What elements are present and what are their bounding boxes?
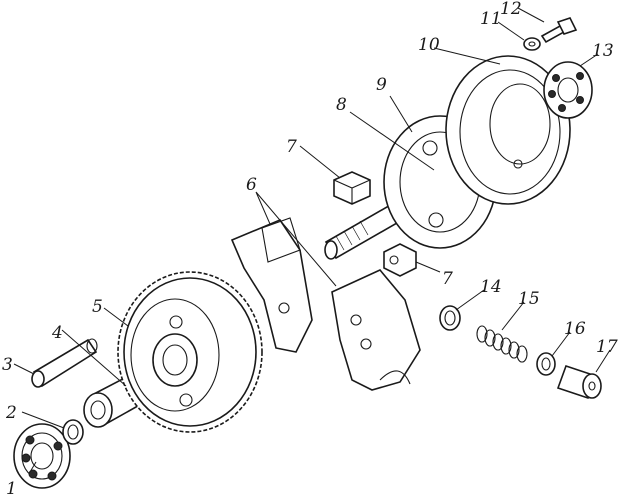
label-7-upper: 7 — [286, 137, 297, 157]
label-14: 14 — [480, 277, 502, 297]
part-11-washer — [523, 37, 541, 51]
part-10-housing — [445, 55, 571, 205]
label-16: 16 — [564, 319, 586, 339]
label-7-lower: 7 — [442, 269, 453, 289]
leader-lines — [13, 7, 611, 473]
label-15: 15 — [518, 289, 540, 309]
part-7-block-upper — [333, 171, 371, 205]
part-6-weight-right — [331, 269, 421, 391]
label-9: 9 — [376, 75, 387, 95]
part-5-gear — [117, 271, 263, 433]
part-14-washer — [439, 305, 461, 331]
label-2: 2 — [5, 403, 17, 423]
label-17: 17 — [596, 337, 618, 357]
label-3: 3 — [2, 355, 13, 375]
label-8: 8 — [336, 95, 347, 115]
part-12-bolt — [540, 17, 578, 44]
label-12: 12 — [500, 0, 522, 19]
part-16-washer — [536, 352, 556, 376]
label-13: 13 — [592, 41, 614, 61]
label-11: 11 — [480, 9, 502, 29]
part-3-pin — [31, 338, 98, 388]
part-2-washer — [62, 419, 84, 445]
part-7-block-lower — [383, 243, 417, 277]
label-5: 5 — [92, 297, 103, 317]
label-4: 4 — [51, 323, 63, 343]
part-6-weight-left — [230, 217, 313, 353]
part-13-ball-bearing — [543, 61, 593, 119]
label-1: 1 — [6, 479, 17, 499]
part-1-ball-bearing — [13, 423, 71, 489]
part-17-sleeve — [556, 364, 602, 400]
label-6: 6 — [246, 175, 257, 195]
label-10: 10 — [418, 35, 440, 55]
part-15-spring — [476, 325, 528, 363]
